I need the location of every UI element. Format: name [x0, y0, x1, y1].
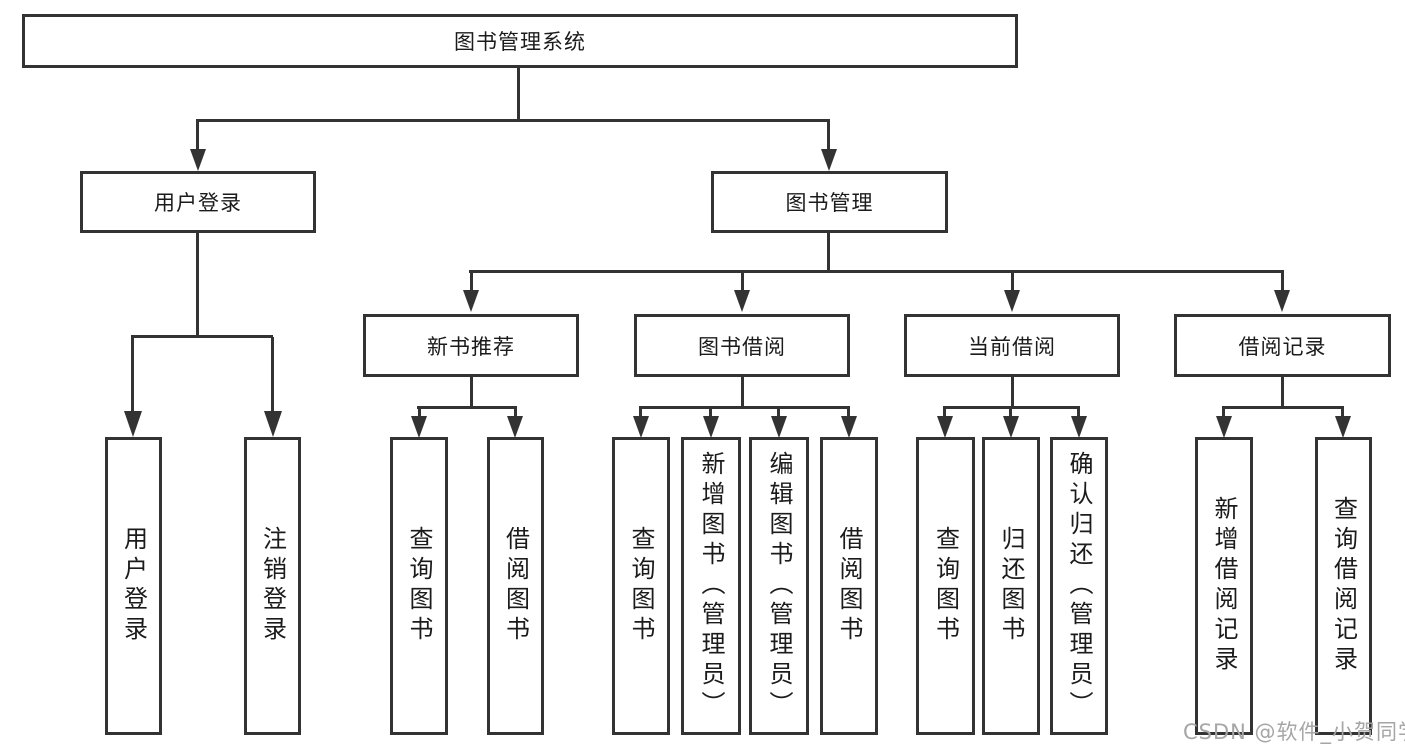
arrow-down-icon: [507, 416, 523, 438]
node-new-book-recommend-label: 新书推荐: [427, 334, 515, 359]
connector-drop: [847, 408, 850, 418]
connector-book-mgmt-stem: [827, 233, 830, 272]
connector-current-borrow-split: [943, 406, 1080, 409]
leaf-borrow-borrow-books: 借阅图书: [820, 437, 878, 735]
leaf-borrow-query-books: 查询图书: [612, 437, 670, 735]
arrow-down-icon: [1004, 290, 1020, 312]
leaf-user-login-label: 用户登录: [119, 526, 148, 646]
connector-user-login-split: [131, 335, 273, 338]
leaf-current-query-books-label: 查询图书: [931, 526, 960, 646]
leaf-logout-label: 注销登录: [258, 526, 287, 646]
node-user-login: 用户登录: [80, 171, 316, 233]
leaf-newbooks-borrow-books-label: 借阅图书: [501, 526, 530, 646]
connector-drop: [943, 408, 946, 418]
connector-level3-split: [469, 270, 1284, 273]
connector-borrow-records-split: [1222, 406, 1344, 409]
arrow-down-icon: [124, 411, 142, 437]
connector-borrow-records-stem: [1281, 377, 1284, 408]
arrow-down-icon: [1274, 290, 1290, 312]
leaf-current-confirm-return-admin-label: 确认归还（管理员）: [1065, 451, 1093, 721]
connector-root-stem: [517, 67, 520, 121]
connector-drop: [1341, 408, 1344, 418]
connector-level2-split: [196, 119, 830, 122]
leaf-borrow-add-books-admin: 新增图书（管理员）: [681, 437, 741, 735]
arrow-down-icon: [1216, 416, 1232, 438]
leaf-current-return-books: 归还图书: [982, 437, 1040, 735]
connector-drop: [514, 408, 517, 418]
connector-drop: [1222, 408, 1225, 418]
connector-book-borrow-stem: [741, 377, 744, 408]
connector-drop-user-login: [196, 121, 199, 151]
leaf-borrow-add-books-admin-label: 新增图书（管理员）: [697, 451, 725, 721]
connector-drop-leaf-login: [131, 337, 134, 413]
connector-drop-current-borrow: [1011, 272, 1014, 292]
leaf-current-confirm-return-admin: 确认归还（管理员）: [1050, 437, 1108, 735]
node-borrow-records-label: 借阅记录: [1238, 334, 1327, 359]
leaf-records-add-record: 新增借阅记录: [1195, 437, 1253, 735]
arrow-down-icon: [1003, 416, 1019, 438]
connector-book-borrow-split: [639, 406, 850, 409]
connector-drop: [1009, 408, 1012, 418]
connector-drop: [777, 408, 780, 418]
node-book-borrow: 图书借阅: [634, 314, 850, 377]
arrow-down-icon: [190, 149, 206, 171]
node-new-book-recommend: 新书推荐: [363, 314, 579, 377]
leaf-records-query-record-label: 查询借阅记录: [1329, 496, 1358, 676]
arrow-down-icon: [1071, 416, 1087, 438]
arrow-down-icon: [411, 416, 427, 438]
arrow-down-icon: [821, 149, 837, 171]
connector-new-books-stem: [470, 377, 473, 408]
leaf-user-login: 用户登录: [105, 437, 162, 735]
connector-user-login-stem: [196, 233, 199, 337]
node-root-label: 图书管理系统: [454, 30, 586, 54]
node-current-borrow-label: 当前借阅: [968, 334, 1056, 359]
node-root-library-system: 图书管理系统: [22, 14, 1018, 68]
leaf-current-return-books-label: 归还图书: [997, 526, 1025, 646]
connector-drop-borrow-records: [1281, 272, 1284, 292]
arrow-down-icon: [1335, 416, 1351, 438]
leaf-current-query-books: 查询图书: [916, 437, 975, 735]
connector-drop-new-books: [470, 272, 473, 292]
leaf-borrow-borrow-books-label: 借阅图书: [835, 526, 863, 646]
connector-drop: [418, 408, 421, 418]
connector-drop-book-borrow: [741, 272, 744, 292]
leaf-records-add-record-label: 新增借阅记录: [1210, 496, 1238, 676]
leaf-borrow-edit-books-admin-label: 编辑图书（管理员）: [765, 451, 793, 721]
leaf-logout: 注销登录: [244, 437, 301, 735]
node-book-management-label: 图书管理: [785, 191, 874, 215]
arrow-down-icon: [937, 416, 953, 438]
connector-current-borrow-stem: [1011, 377, 1014, 408]
arrow-down-icon: [703, 416, 719, 438]
csdn-watermark: CSDN @软件_小贺同学: [1183, 720, 1405, 744]
arrow-down-icon: [264, 411, 282, 437]
connector-drop-book-mgmt: [827, 121, 830, 151]
connector-drop: [639, 408, 642, 418]
arrow-down-icon: [841, 416, 857, 438]
arrow-down-icon: [463, 290, 479, 312]
leaf-newbooks-query-books: 查询图书: [390, 437, 448, 735]
leaf-records-query-record: 查询借阅记录: [1315, 437, 1372, 735]
leaf-newbooks-query-books-label: 查询图书: [405, 526, 433, 646]
leaf-borrow-edit-books-admin: 编辑图书（管理员）: [749, 437, 809, 735]
node-user-login-label: 用户登录: [154, 191, 242, 215]
arrow-down-icon: [771, 416, 787, 438]
connector-drop: [1077, 408, 1080, 418]
node-book-management: 图书管理: [711, 171, 948, 233]
connector-drop-leaf-logout: [271, 337, 274, 413]
arrow-down-icon: [734, 290, 750, 312]
node-borrow-records: 借阅记录: [1174, 314, 1391, 377]
arrow-down-icon: [633, 416, 649, 438]
connector-drop: [709, 408, 712, 418]
leaf-newbooks-borrow-books: 借阅图书: [487, 437, 544, 735]
leaf-borrow-query-books-label: 查询图书: [627, 526, 655, 646]
node-current-borrow: 当前借阅: [904, 314, 1120, 377]
node-book-borrow-label: 图书借阅: [698, 334, 786, 359]
connector-new-books-split: [417, 406, 517, 409]
